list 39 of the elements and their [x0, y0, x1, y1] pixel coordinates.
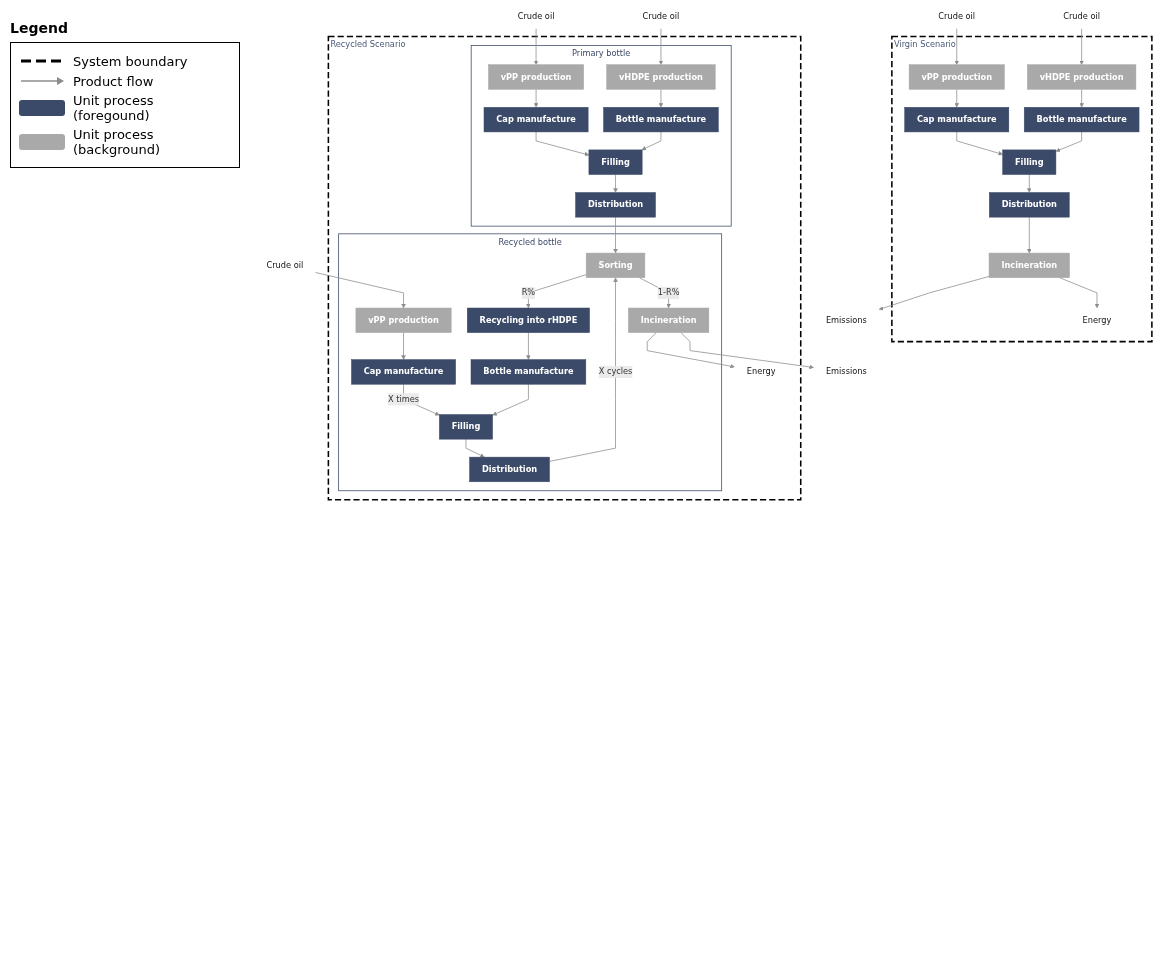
node-box: Filling: [588, 149, 643, 175]
node-text: Energy: [746, 366, 776, 377]
edge-label: X times: [388, 394, 420, 404]
node-text: Crude oil: [266, 260, 304, 271]
node-text: Energy: [1082, 315, 1112, 325]
node-text: Emissions: [825, 315, 867, 325]
node-box: Cap manufacture: [904, 107, 1010, 133]
node-text: Crude oil: [642, 11, 680, 22]
legend-text: System boundary: [73, 53, 188, 69]
node-box: Recycling into rHDPE: [467, 307, 590, 333]
edge-label: 1-R%: [657, 287, 680, 298]
edge-label: R%: [521, 287, 536, 298]
node-box: vHDPE production: [606, 64, 716, 90]
node-box: Filling: [439, 414, 493, 440]
node-box: Bottle manufacture: [603, 107, 719, 133]
node-box: Sorting: [585, 252, 646, 278]
node-box: Cap manufacture: [483, 107, 589, 133]
node-text: Crude oil: [517, 11, 555, 22]
node-box: Incineration: [628, 307, 710, 333]
node-box: vPP production: [908, 64, 1005, 90]
legend-text: Unit process (foregound): [73, 93, 155, 123]
node-box: Distribution: [989, 192, 1070, 218]
node-box: Filling: [1002, 149, 1057, 175]
node-box: Cap manufacture: [351, 359, 456, 385]
node-box: Distribution: [575, 192, 656, 218]
node-box: vPP production: [355, 307, 452, 333]
legend-text: Unit process (background): [73, 127, 162, 157]
edge-label: X cycles: [598, 366, 633, 377]
node-box: vPP production: [488, 64, 584, 90]
node-box: Incineration: [988, 252, 1070, 278]
node-text: Crude oil: [1063, 11, 1101, 22]
legend-text: Product flow: [73, 73, 154, 89]
node-text: Emissions: [825, 366, 867, 377]
node-box: Distribution: [469, 456, 550, 483]
node-box: Bottle manufacture: [470, 359, 587, 385]
node-box: Bottle manufacture: [1023, 107, 1140, 133]
node-text: Crude oil: [938, 11, 976, 22]
legend-heading: Legend: [10, 20, 69, 36]
node-box: vHDPE production: [1027, 64, 1137, 90]
